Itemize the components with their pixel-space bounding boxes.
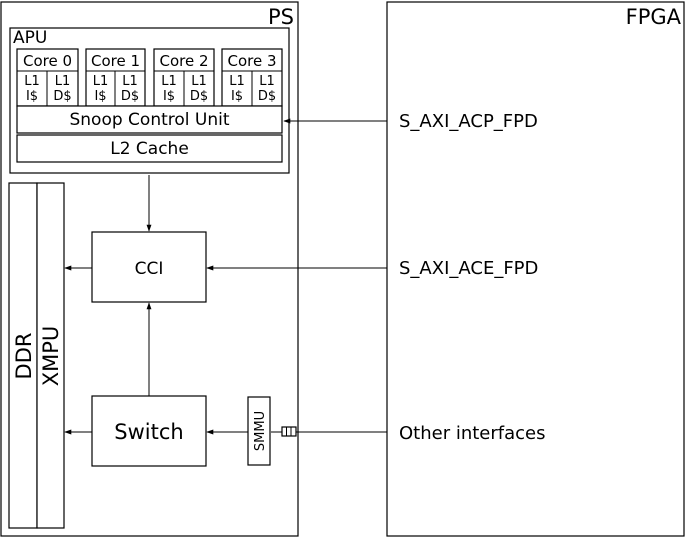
- ps-title: PS: [268, 5, 294, 29]
- core-3-dcache-name: D$: [258, 89, 276, 104]
- core-2: Core 2 L1 I$ L1 D$: [153, 48, 215, 107]
- core-1-dcache-l1: L1: [122, 74, 138, 89]
- core-3-icache-name: I$: [231, 89, 243, 104]
- core-2-dcache-l1: L1: [191, 74, 207, 89]
- fpga-title: FPGA: [626, 5, 682, 29]
- snoop-control-unit-label: Snoop Control Unit: [69, 110, 229, 130]
- core-0: Core 0 L1 I$ L1 D$: [16, 48, 79, 107]
- core-1-icache-name: I$: [94, 89, 106, 104]
- switch-block: [91, 395, 207, 467]
- core-2-icache-name: I$: [163, 89, 175, 104]
- core-1-dcache-name: D$: [121, 89, 139, 104]
- core-0-dcache-l1: L1: [55, 74, 71, 89]
- fpga-block: [386, 1, 685, 537]
- switch-label: Switch: [114, 420, 183, 444]
- snoop-control-unit-block: [16, 105, 283, 134]
- core-2-dcache-name: D$: [190, 89, 208, 104]
- core-3-icache-l1: L1: [229, 74, 245, 89]
- core-3-label: Core 3: [227, 52, 276, 70]
- core-1-label: Core 1: [91, 52, 140, 70]
- core-1-icache-l1: L1: [93, 74, 109, 89]
- smmu-label: SMMU: [253, 411, 268, 451]
- xmpu-block: [36, 182, 65, 529]
- ddr-label: DDR: [12, 333, 36, 380]
- core-2-label: Core 2: [159, 52, 208, 70]
- core-2-icache-l1: L1: [161, 74, 177, 89]
- core-3-dcache-l1: L1: [259, 74, 275, 89]
- core-1: Core 1 L1 I$ L1 D$: [85, 48, 146, 107]
- core-0-icache-name: I$: [26, 89, 38, 104]
- core-0-dcache-name: D$: [53, 89, 71, 104]
- cci-label: CCI: [135, 259, 164, 279]
- l2-cache-block: [16, 134, 283, 163]
- fpga-interface-acp: S_AXI_ACP_FPD: [399, 111, 538, 132]
- fpga-interface-ace: S_AXI_ACE_FPD: [399, 258, 538, 279]
- core-0-icache-l1: L1: [24, 74, 40, 89]
- port-connector-icon: [281, 426, 297, 437]
- core-0-label: Core 0: [23, 52, 72, 70]
- xmpu-label: XMPU: [39, 326, 63, 387]
- fpga-interface-other: Other interfaces: [399, 423, 546, 444]
- l2-cache-label: L2 Cache: [110, 139, 189, 159]
- cci-block: [91, 231, 207, 303]
- core-3: Core 3 L1 I$ L1 D$: [221, 48, 283, 107]
- apu-title: APU: [13, 28, 47, 48]
- smmu-block: [247, 396, 271, 466]
